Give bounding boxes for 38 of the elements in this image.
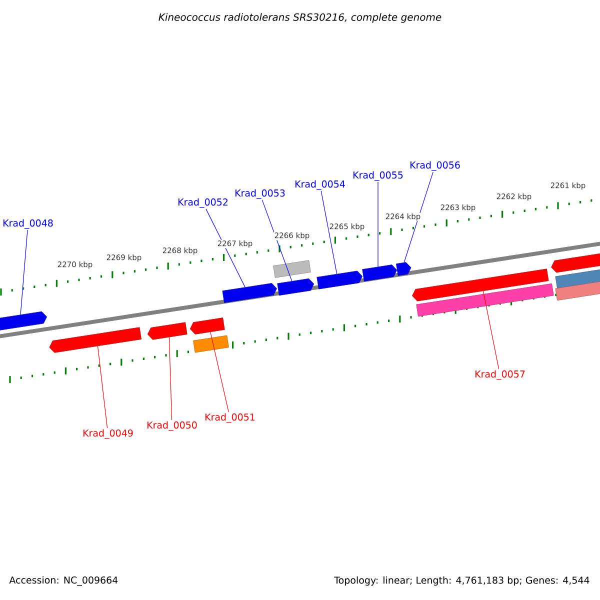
accession-text: Accession: NC_009664 (9, 576, 118, 586)
gene-feature (555, 279, 600, 301)
gene-feature (416, 283, 554, 317)
gene-feature (555, 267, 600, 289)
leader-line (20, 230, 28, 315)
gene-label: Krad_0052 (178, 198, 228, 208)
gene-label: Krad_0055 (353, 171, 403, 181)
title: Kineococcus radiotolerans SRS30216, complete genome (158, 13, 442, 23)
gene-feature (396, 262, 412, 276)
genome-stats: Topology: linear; Length: 4,761,183 bp; Genes: 4,544 (334, 576, 590, 586)
gene-feature (273, 260, 311, 278)
gene-label: Krad_0050 (147, 421, 197, 431)
gene-feature (551, 251, 600, 273)
gene-feature (222, 283, 277, 303)
gene-feature (0, 311, 47, 331)
gene-label: Krad_0057 (475, 370, 525, 380)
leader-line (262, 200, 292, 282)
gene-feature (49, 327, 142, 353)
leader-line (320, 190, 338, 274)
gene-label: Krad_0049 (83, 429, 133, 439)
gene-feature (277, 278, 314, 296)
leader-line (97, 346, 108, 428)
gene-label: Krad_0048 (3, 219, 53, 229)
leader-line (210, 332, 229, 412)
gene-feature (147, 322, 188, 340)
gene-label: Krad_0056 (410, 161, 460, 171)
gene-feature (190, 318, 225, 334)
gene-feature (316, 270, 363, 290)
leader-line (404, 172, 434, 263)
gene-label: Krad_0053 (235, 189, 285, 199)
leader-line (482, 290, 500, 370)
gene-feature (412, 268, 549, 302)
gene-feature (193, 335, 229, 353)
gene-label: Krad_0051 (205, 413, 255, 423)
gene-feature (362, 264, 398, 282)
gene-label: Krad_0054 (295, 180, 345, 190)
leader-line (168, 336, 172, 420)
leader-line (206, 208, 246, 288)
